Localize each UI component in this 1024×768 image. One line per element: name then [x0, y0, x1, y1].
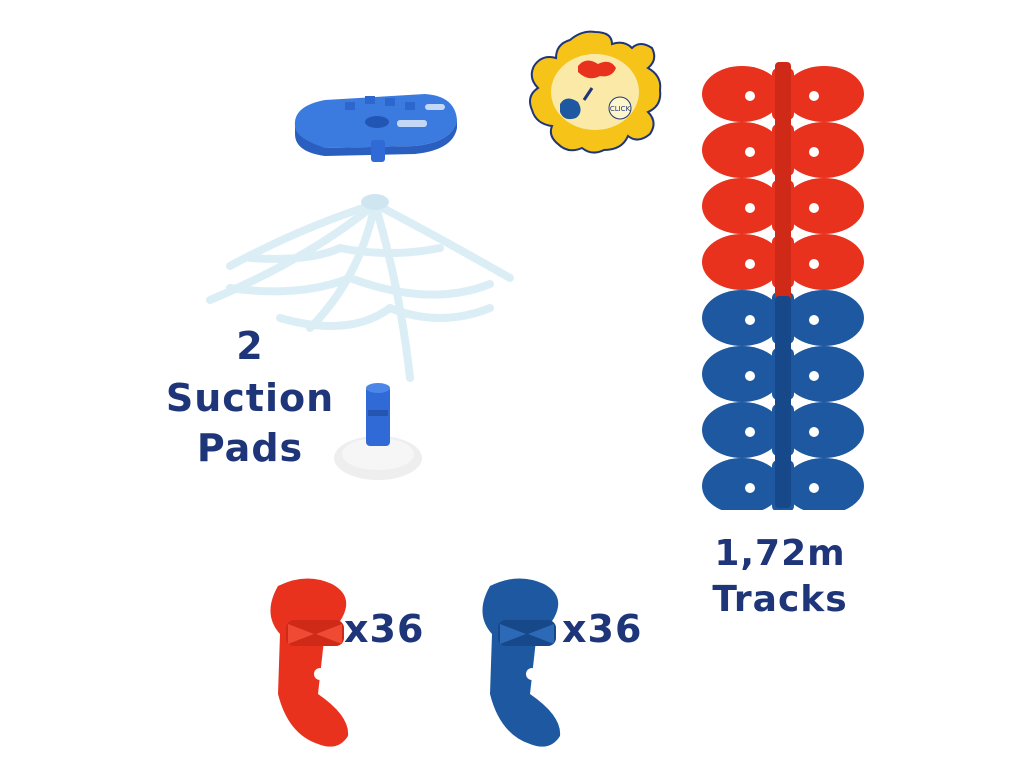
click-text: CLICK — [610, 105, 631, 113]
track-text-label: Tracks — [712, 579, 848, 620]
red-piece-count: x36 — [344, 607, 425, 651]
suction-pad — [334, 383, 422, 480]
blue-track-piece — [482, 578, 561, 747]
suction-count-label: 2 — [236, 324, 264, 368]
red-track-piece — [270, 578, 349, 747]
track-stack — [702, 62, 864, 510]
web-dome — [206, 194, 514, 382]
pads-text-label: Pads — [196, 426, 304, 470]
click-badge: CLICK — [529, 30, 662, 154]
track-length-label: 1,72m — [714, 533, 846, 574]
base-plate — [294, 94, 457, 162]
blue-piece-count: x36 — [562, 607, 643, 651]
suction-text-label: Suction — [165, 376, 335, 420]
